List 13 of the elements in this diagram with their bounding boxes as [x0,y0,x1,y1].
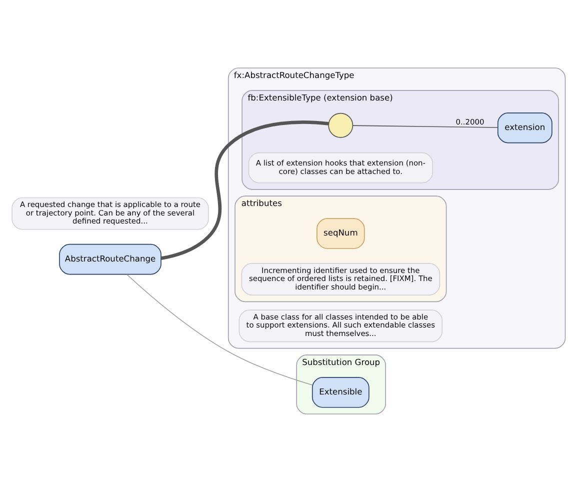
node-box: A base class for all classes intended to be able to support extensions. All such extendable classes must themselves... [238,309,443,342]
node-box: Extensible [312,376,370,408]
node-box: seqNum [316,218,365,248]
node-box: AbstractRouteChange [59,243,162,274]
node-box: Incrementing identifier used to ensure the sequence of ordered lists is retained. [FIXM]. The identifier should begin... [241,262,440,295]
connector [126,274,313,385]
node-circle [328,112,354,138]
edge-label: 0..2000 [456,117,484,126]
connector [352,124,498,128]
connector [160,120,329,260]
node-box: A requested change that is applicable to a route or trajectory point. Can be any of the several defined requested... [12,196,209,230]
node-box: extension [497,112,552,143]
node-box: A list of extension hooks that extension (non-core) classes can be attached to. [248,152,433,183]
